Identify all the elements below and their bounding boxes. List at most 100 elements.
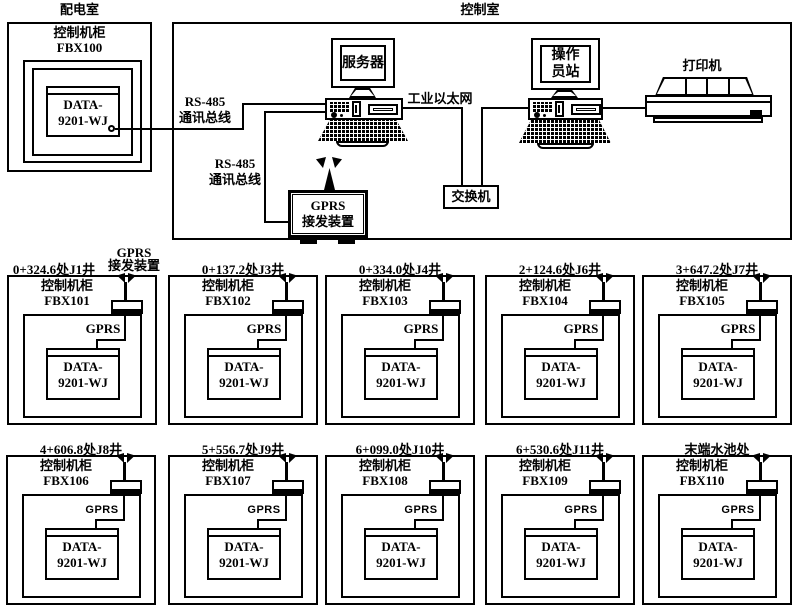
gprs-module-label: GPRS [721,504,755,516]
device-header-strip [366,530,436,537]
cabinet-fbx103: 0+334.0处J4井 控制机柜 FBX103 GPRS DATA- 9201-… [325,262,475,425]
ethernet-label: 工业以太网 [407,91,473,106]
gprs-module-label: GPRS [246,321,282,336]
gprs-wire [96,339,98,350]
gprs-antenna-unit [110,480,142,494]
operator-monitor: 操作 员站 [531,38,600,90]
cabinet-id: FBX105 [679,293,725,308]
switch-label: 交换机 [451,189,491,204]
antenna-signal-icon [435,273,454,283]
cabinet-title: 控制机柜 FBX102 [170,278,286,308]
gprs-module-label: GPRS [563,321,599,336]
antenna-signal-icon [278,453,297,463]
switch-box: 交换机 [443,185,499,209]
gprs-module-label: GPRS [564,504,598,516]
antenna-mast-icon [759,462,762,481]
cabinet-inner-frame [341,494,460,598]
gprs-module-label: GPRS [247,504,281,516]
gprs-wire [257,519,259,530]
device-model-line2: 9201-WJ [376,375,426,390]
cabinet-title: 控制机柜 FBX104 [487,278,603,308]
cabinet-title: 控制机柜 FBX109 [487,458,603,488]
control-room-box [172,22,792,240]
rs485-bus1-line [115,128,244,130]
cabinet-inner-frame [184,494,303,598]
device-header-strip [683,530,753,537]
rtu-device: DATA- 9201-WJ [207,348,281,400]
printer-output-slot [750,110,762,116]
cabinet-inner-frame [658,494,777,598]
site-label: 6+099.0处J10井 [355,442,445,457]
gprs-wire [731,519,733,530]
antenna-mast-icon [324,168,335,190]
gprs-wire [95,519,97,530]
antenna-mast-icon [602,282,605,301]
rtu-device: DATA- 9201-WJ [46,348,120,400]
antenna-signal-icon [752,453,771,463]
device-model-line2: 9201-WJ [693,375,743,390]
antenna-signal-icon [278,273,297,283]
rtu-device: DATA- 9201-WJ [364,528,438,580]
gprs-antenna-unit [746,300,778,314]
rtu-device: DATA- 9201-WJ [681,348,755,400]
device-model-line1: DATA- [63,359,103,374]
device-header-strip [683,350,753,357]
cabinet-inner-frame [184,314,303,418]
vent-grid-icon [533,102,553,112]
cabinet-fbx108: 6+099.0处J10井 控制机柜 FBX108 GPRS DATA- 9201… [325,442,475,605]
gprs-wire [414,339,416,350]
gprs-module-label: GPRS [404,504,438,516]
site-label: 0+137.2处J3井 [201,262,285,277]
gprs-wire [442,314,444,341]
cabinet-title: 控制机柜 FBX110 [644,458,760,488]
gprs-wire [759,494,761,521]
cabinet-id: FBX106 [43,473,89,488]
cabinet-title: 控制机柜 FBX101 [9,278,125,308]
rtu-device: DATA- 9201-WJ [524,348,598,400]
gprs-wire [96,339,126,341]
device-header-strip [209,530,279,537]
cabinet-fbx102: 0+137.2处J3井 控制机柜 FBX102 GPRS DATA- 9201-… [168,262,318,425]
rtu-device: DATA- 9201-WJ [364,348,438,400]
device-model-line2: 9201-WJ [693,555,743,570]
switch-operator-line [481,107,483,185]
rs485-bus2-line [264,111,326,113]
site-label: 4+606.8处J8井 [39,442,123,457]
gprs-wire [602,314,604,341]
gprs-wire [731,339,733,350]
device-header-strip [48,88,118,95]
cabinet-id: FBX110 [679,473,725,488]
cabinet-title: 控制机柜 FBX107 [170,458,286,488]
device-model-line2: 9201-WJ [219,555,269,570]
antenna-signal-icon [315,157,343,170]
rtu-device: DATA- 9201-WJ [45,528,119,580]
cabinet-fbx109: 6+530.6处J11井 控制机柜 FBX109 GPRS DATA- 9201… [485,442,635,605]
rs485-bus2-line [264,111,266,223]
operator-label-line1: 操作 [551,48,580,63]
cabinet-inner-frame [658,314,777,418]
cabinet-id: FBX107 [205,473,251,488]
device-header-strip [209,350,279,357]
device-model-line1: DATA- [541,359,581,374]
power-button-icon [331,112,337,118]
antenna-mast-icon [442,282,445,301]
control-room-title: 控制室 [460,2,500,17]
server-monitor: 服务器 [331,38,395,88]
device-model-line2: 9201-WJ [536,555,586,570]
antenna-mast-icon [285,282,288,301]
device-model-line2: 9201-WJ [57,555,107,570]
device-model-line1: DATA- [698,539,738,554]
operator-system-unit [528,98,603,120]
antenna-signal-icon [752,273,771,283]
cabinet-id: FBX109 [522,473,568,488]
led-icon [543,114,546,117]
gprs-antenna-unit [111,300,143,314]
gprs-wire [414,519,416,530]
gprs-wire [285,494,287,521]
operator-label-line2: 员站 [551,65,580,80]
rtu-device: DATA- 9201-WJ [207,528,281,580]
cabinet-title: 控制机柜 FBX103 [327,278,443,308]
gprs-wire [257,339,287,341]
site-label: 0+334.0处J4井 [358,262,442,277]
printer-base [653,117,763,123]
